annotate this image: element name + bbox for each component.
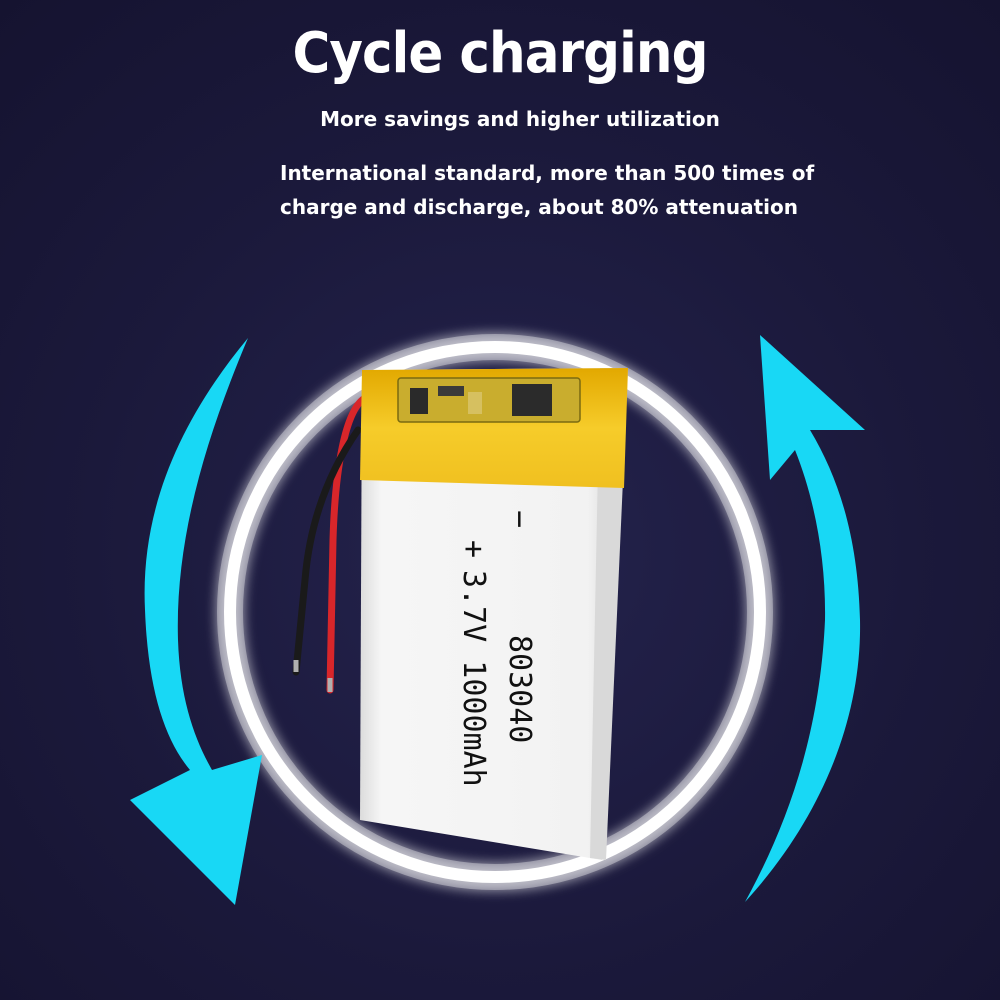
battery-plus: + (456, 540, 491, 558)
glow-ring (217, 334, 773, 890)
battery-model: 803040 (502, 635, 537, 743)
description-line-2: charge and discharge, about 80% attenuat… (280, 195, 798, 219)
subtitle: More savings and higher utilization (320, 107, 720, 131)
cycle-arrow-down-icon (130, 338, 262, 905)
battery-voltage-capacity: 3.7V 1000mAh (456, 570, 491, 787)
description: International standard, more than 500 ti… (280, 156, 820, 224)
battery (292, 368, 628, 860)
cycle-arrow-up-icon (745, 335, 865, 902)
description-line-1: International standard, more than 500 ti… (280, 161, 815, 185)
battery-label-2: − 803040 (502, 510, 537, 743)
battery-label: + 3.7V 1000mAh (456, 540, 491, 787)
wire-black (292, 426, 362, 676)
page-title: Cycle charging (292, 21, 708, 86)
battery-minus: − (502, 510, 537, 528)
